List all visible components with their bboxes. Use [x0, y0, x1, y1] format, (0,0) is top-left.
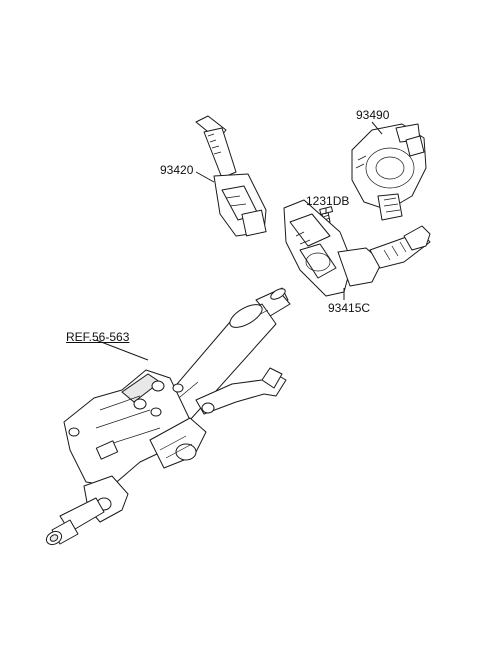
leader-93420 [195, 171, 215, 183]
part-93415C-multifunction-switch [283, 199, 431, 297]
label-93415C: 93415C [328, 301, 371, 315]
label-1231DB: 1231DB [306, 194, 350, 208]
steering-column [45, 287, 291, 546]
label-93420: 93420 [160, 163, 194, 177]
part-93420-light-switch [195, 115, 267, 237]
part-93490-clock-spring [351, 123, 427, 221]
label-ref: REF.56-563 [66, 330, 130, 344]
label-93490: 93490 [356, 108, 390, 122]
leader-ref [95, 339, 149, 361]
leader-93490 [371, 121, 383, 135]
